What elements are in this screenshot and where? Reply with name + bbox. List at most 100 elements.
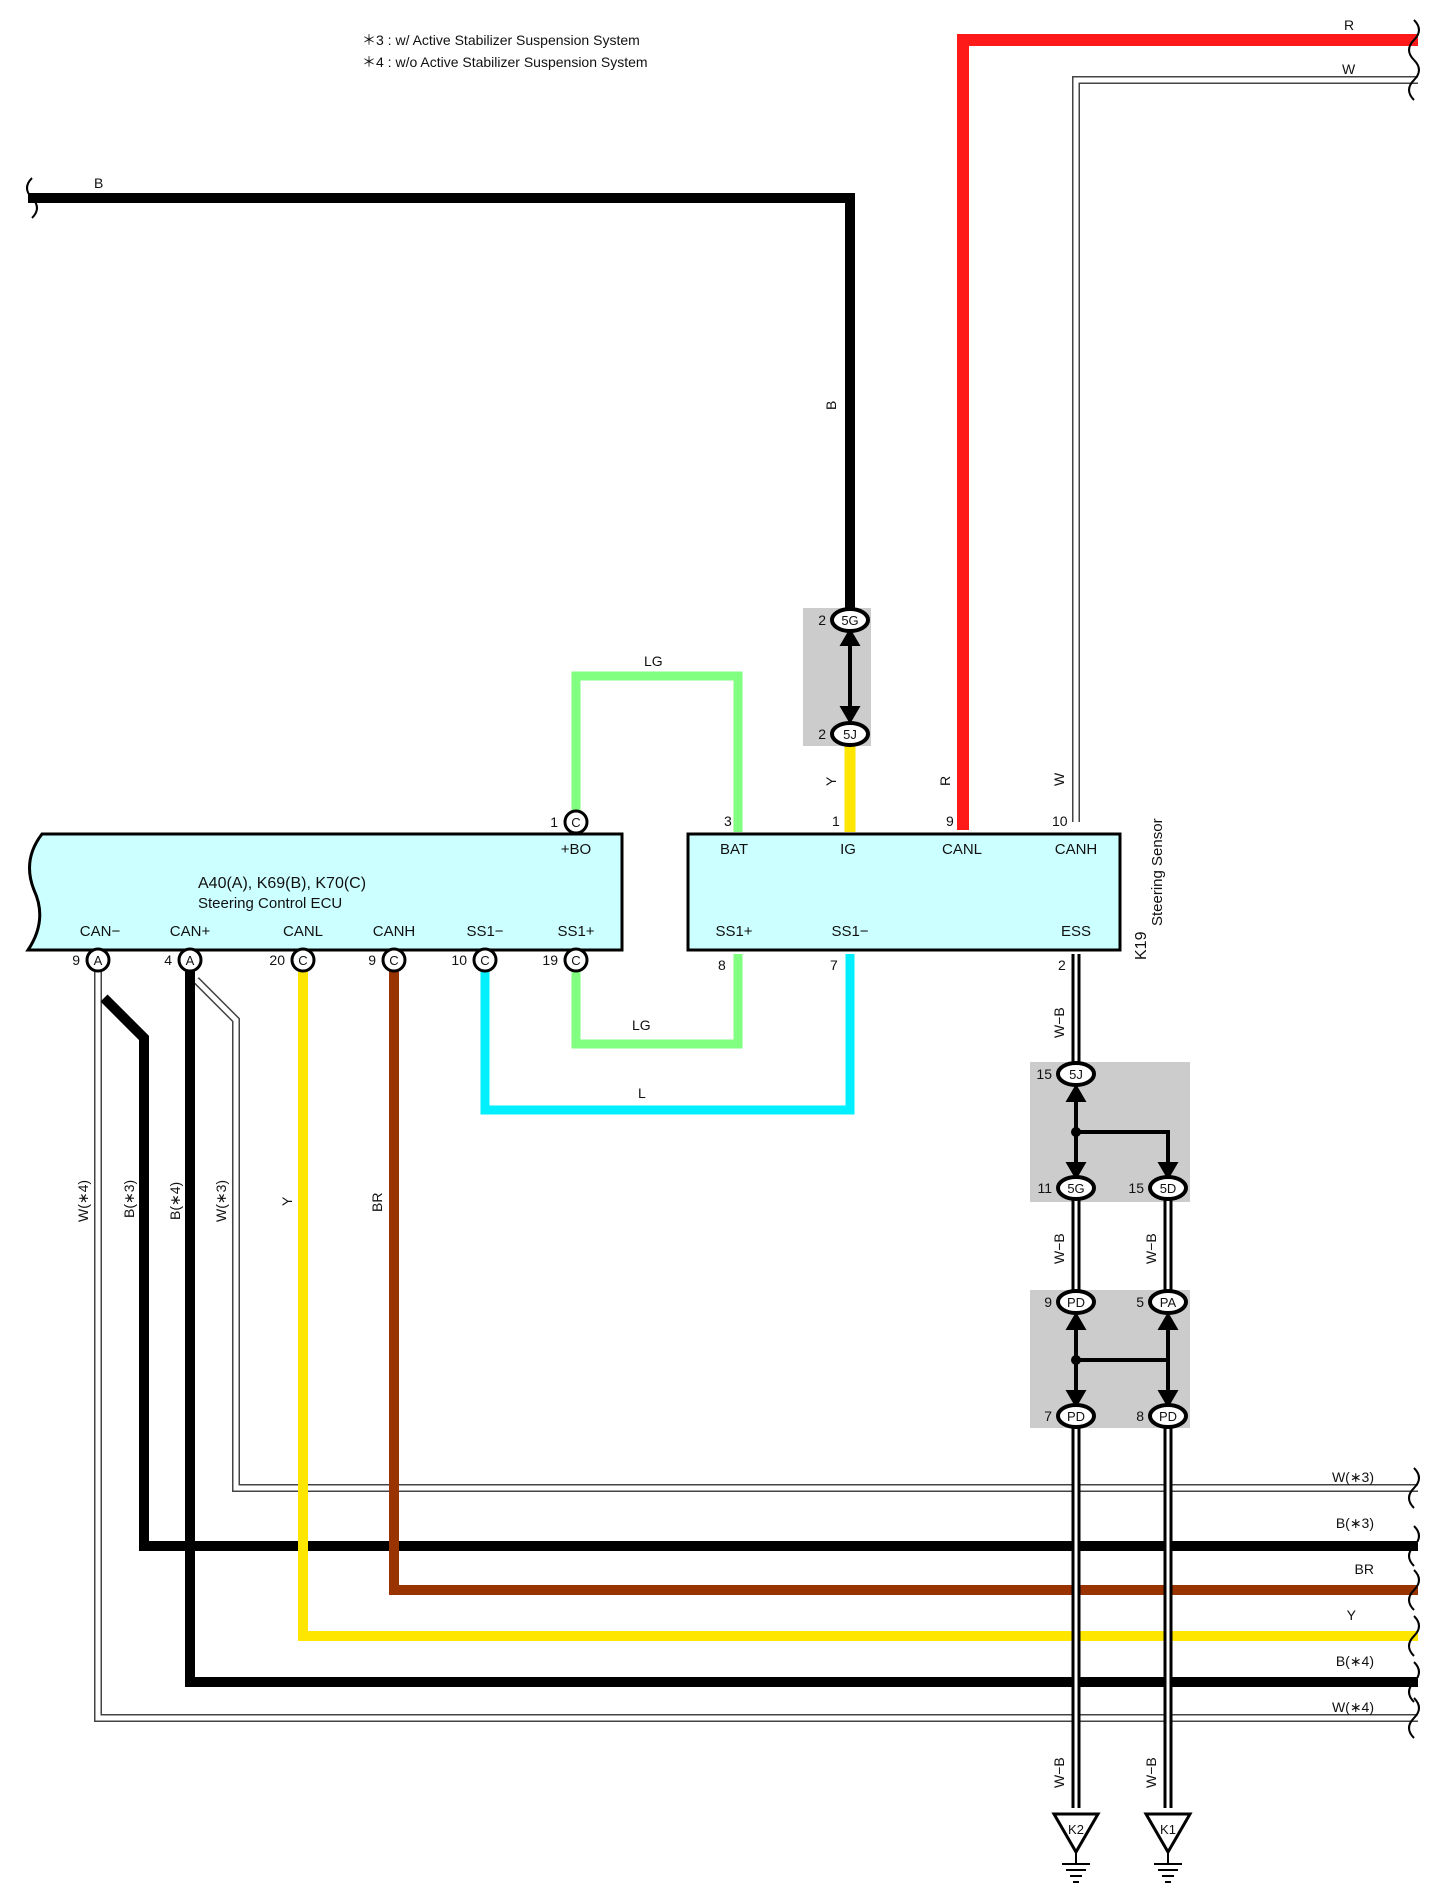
right-label-br: BR	[1355, 1561, 1374, 1577]
vlabel-b4: B(∗4)	[167, 1182, 183, 1220]
ecu-title: A40(A), K69(B), K70(C)	[198, 875, 366, 892]
ecu-conn-ss1-plus: C 19	[542, 947, 589, 973]
junction-low-link	[1065, 1312, 1179, 1408]
ecu-conn-canh: C 9	[368, 947, 407, 973]
wire-label-w-top: W	[1342, 61, 1356, 77]
svg-text:4: 4	[164, 952, 172, 968]
junction-upper-5j: 5J 2	[818, 721, 870, 747]
ecu-conn-can-minus: A 9	[72, 947, 111, 973]
svg-text:A: A	[94, 953, 103, 968]
vlabel-b: B	[823, 401, 839, 410]
wire-r-top	[957, 34, 1418, 830]
wire-b3	[100, 994, 1418, 1551]
vlabel-wb-right: W−B	[1143, 1233, 1159, 1264]
steering-control-ecu	[25, 832, 624, 952]
svg-text:C: C	[571, 815, 580, 830]
svg-text:A: A	[186, 953, 195, 968]
vlabel-y-ig: Y	[823, 776, 839, 786]
ground-k2: K2	[1051, 1812, 1101, 1883]
svg-text:PD: PD	[1159, 1409, 1177, 1424]
wire-label-b-top: B	[94, 175, 103, 191]
svg-text:7: 7	[1044, 1408, 1052, 1424]
right-label-w4: W(∗4)	[1332, 1699, 1374, 1715]
wire-label-lg-top: LG	[644, 653, 663, 669]
wire-b4	[185, 968, 1418, 1687]
wire-b-top	[28, 193, 855, 612]
svg-text:5G: 5G	[841, 613, 858, 628]
sensor-num-ss1-minus: 7	[830, 957, 838, 973]
wire-y	[298, 968, 1418, 1641]
vlabel-br: BR	[369, 1193, 385, 1212]
wire-w3	[193, 977, 1418, 1492]
svg-text:15: 15	[1128, 1180, 1144, 1196]
vlabel-wb-left: W−B	[1051, 1233, 1067, 1264]
ecu-connectors: A 9 A 4 C 20 C 9 C 10 C 19	[72, 809, 589, 973]
ecu-pin-labels: CAN− CAN+ CANL CANH SS1− SS1+ +BO	[80, 841, 595, 940]
note-line-2: ＊4 : w/o Active Stabilizer Suspension Sy…	[362, 54, 648, 70]
svg-text:19: 19	[542, 952, 558, 968]
ground-k1-label: K1	[1160, 1822, 1176, 1837]
svg-text:20: 20	[269, 952, 285, 968]
svg-text:PA: PA	[1160, 1295, 1177, 1310]
junction-low-pa-5: PA 5	[1136, 1289, 1188, 1315]
junction-mid-5d: 5D 15	[1128, 1175, 1188, 1201]
svg-text:5G: 5G	[1067, 1181, 1084, 1196]
svg-text:C: C	[571, 953, 580, 968]
junction-low-pd-9: PD 9	[1044, 1289, 1096, 1315]
junction-mid-link	[1065, 1084, 1179, 1180]
svg-text:9: 9	[72, 952, 80, 968]
sensor-side-label: K19 Steering Sensor	[1133, 818, 1166, 960]
wire-lg-top	[571, 671, 743, 832]
wire-w4	[94, 968, 1418, 1722]
vlabel-w3: W(∗3)	[213, 1180, 229, 1222]
wire-lg-bottom	[571, 954, 743, 1049]
ecu-pin-can-minus: CAN−	[80, 923, 121, 940]
junction-low-pd-8: PD 8	[1136, 1403, 1188, 1429]
right-wire-labels: W(∗3) B(∗3) BR Y B(∗4) W(∗4)	[1332, 1469, 1374, 1715]
svg-text:5D: 5D	[1160, 1181, 1177, 1196]
sensor-num-bat: 3	[724, 813, 732, 829]
sensor-pin-ss1-minus: SS1−	[831, 923, 868, 940]
svg-text:15: 15	[1036, 1066, 1052, 1082]
wire-label-lg-bottom: LG	[632, 1017, 651, 1033]
vertical-wire-labels: B Y R W W−B W−B W−B W−B W−B W(∗4) B(∗3) …	[75, 401, 1159, 1788]
sensor-pin-bat: BAT	[720, 841, 748, 858]
svg-text:9: 9	[1044, 1294, 1052, 1310]
wire-br	[389, 968, 1418, 1595]
junction-upper-link	[839, 628, 861, 724]
ecu-conn-can-plus: A 4	[164, 947, 203, 973]
svg-text:5: 5	[1136, 1294, 1144, 1310]
junction-mid-5j: 5J 15	[1036, 1061, 1096, 1087]
svg-text:10: 10	[451, 952, 467, 968]
ecu-pin-can-plus: CAN+	[170, 923, 211, 940]
right-label-b4: B(∗4)	[1336, 1653, 1374, 1669]
ecu-pin-ss1-minus: SS1−	[466, 923, 503, 940]
sensor-pin-numbers: 3 1 9 10 8 7 2	[718, 813, 1068, 973]
steering-sensor	[686, 832, 1122, 952]
ecu-conn-ss1-minus: C 10	[451, 947, 498, 973]
vlabel-w: W	[1051, 772, 1067, 786]
junction-upper-5g: 5G 2	[818, 607, 870, 633]
ground-k2-label: K2	[1068, 1822, 1084, 1837]
svg-text:8: 8	[1136, 1408, 1144, 1424]
ground-k1: K1	[1143, 1812, 1193, 1883]
sensor-pin-canl: CANL	[942, 841, 982, 858]
svg-text:11: 11	[1037, 1180, 1052, 1196]
wire-breaks-right	[1408, 19, 1420, 1739]
sensor-pin-ss1-plus: SS1+	[715, 923, 752, 940]
svg-text:2: 2	[818, 726, 826, 742]
ecu-subtitle: Steering Control ECU	[198, 895, 342, 912]
junction-connectors: 5G 2 5J 2 5J 15 5G 11 5D 15 PD 9	[818, 607, 1188, 1429]
ecu-pin-bo: +BO	[561, 841, 591, 858]
svg-text:C: C	[480, 953, 489, 968]
junction-mid-5g: 5G 11	[1037, 1175, 1096, 1201]
sensor-pin-ess: ESS	[1061, 923, 1091, 940]
sensor-name: Steering Sensor	[1149, 818, 1166, 926]
svg-text:1: 1	[550, 814, 558, 830]
sensor-num-canh: 10	[1052, 813, 1068, 829]
vlabel-w4: W(∗4)	[75, 1180, 91, 1222]
junction-low-pd-7: PD 7	[1044, 1403, 1096, 1429]
vlabel-wb-ess: W−B	[1051, 1007, 1067, 1038]
vlabel-wb-k2: W−B	[1051, 1757, 1067, 1788]
sensor-num-ss1-plus: 8	[718, 957, 726, 973]
